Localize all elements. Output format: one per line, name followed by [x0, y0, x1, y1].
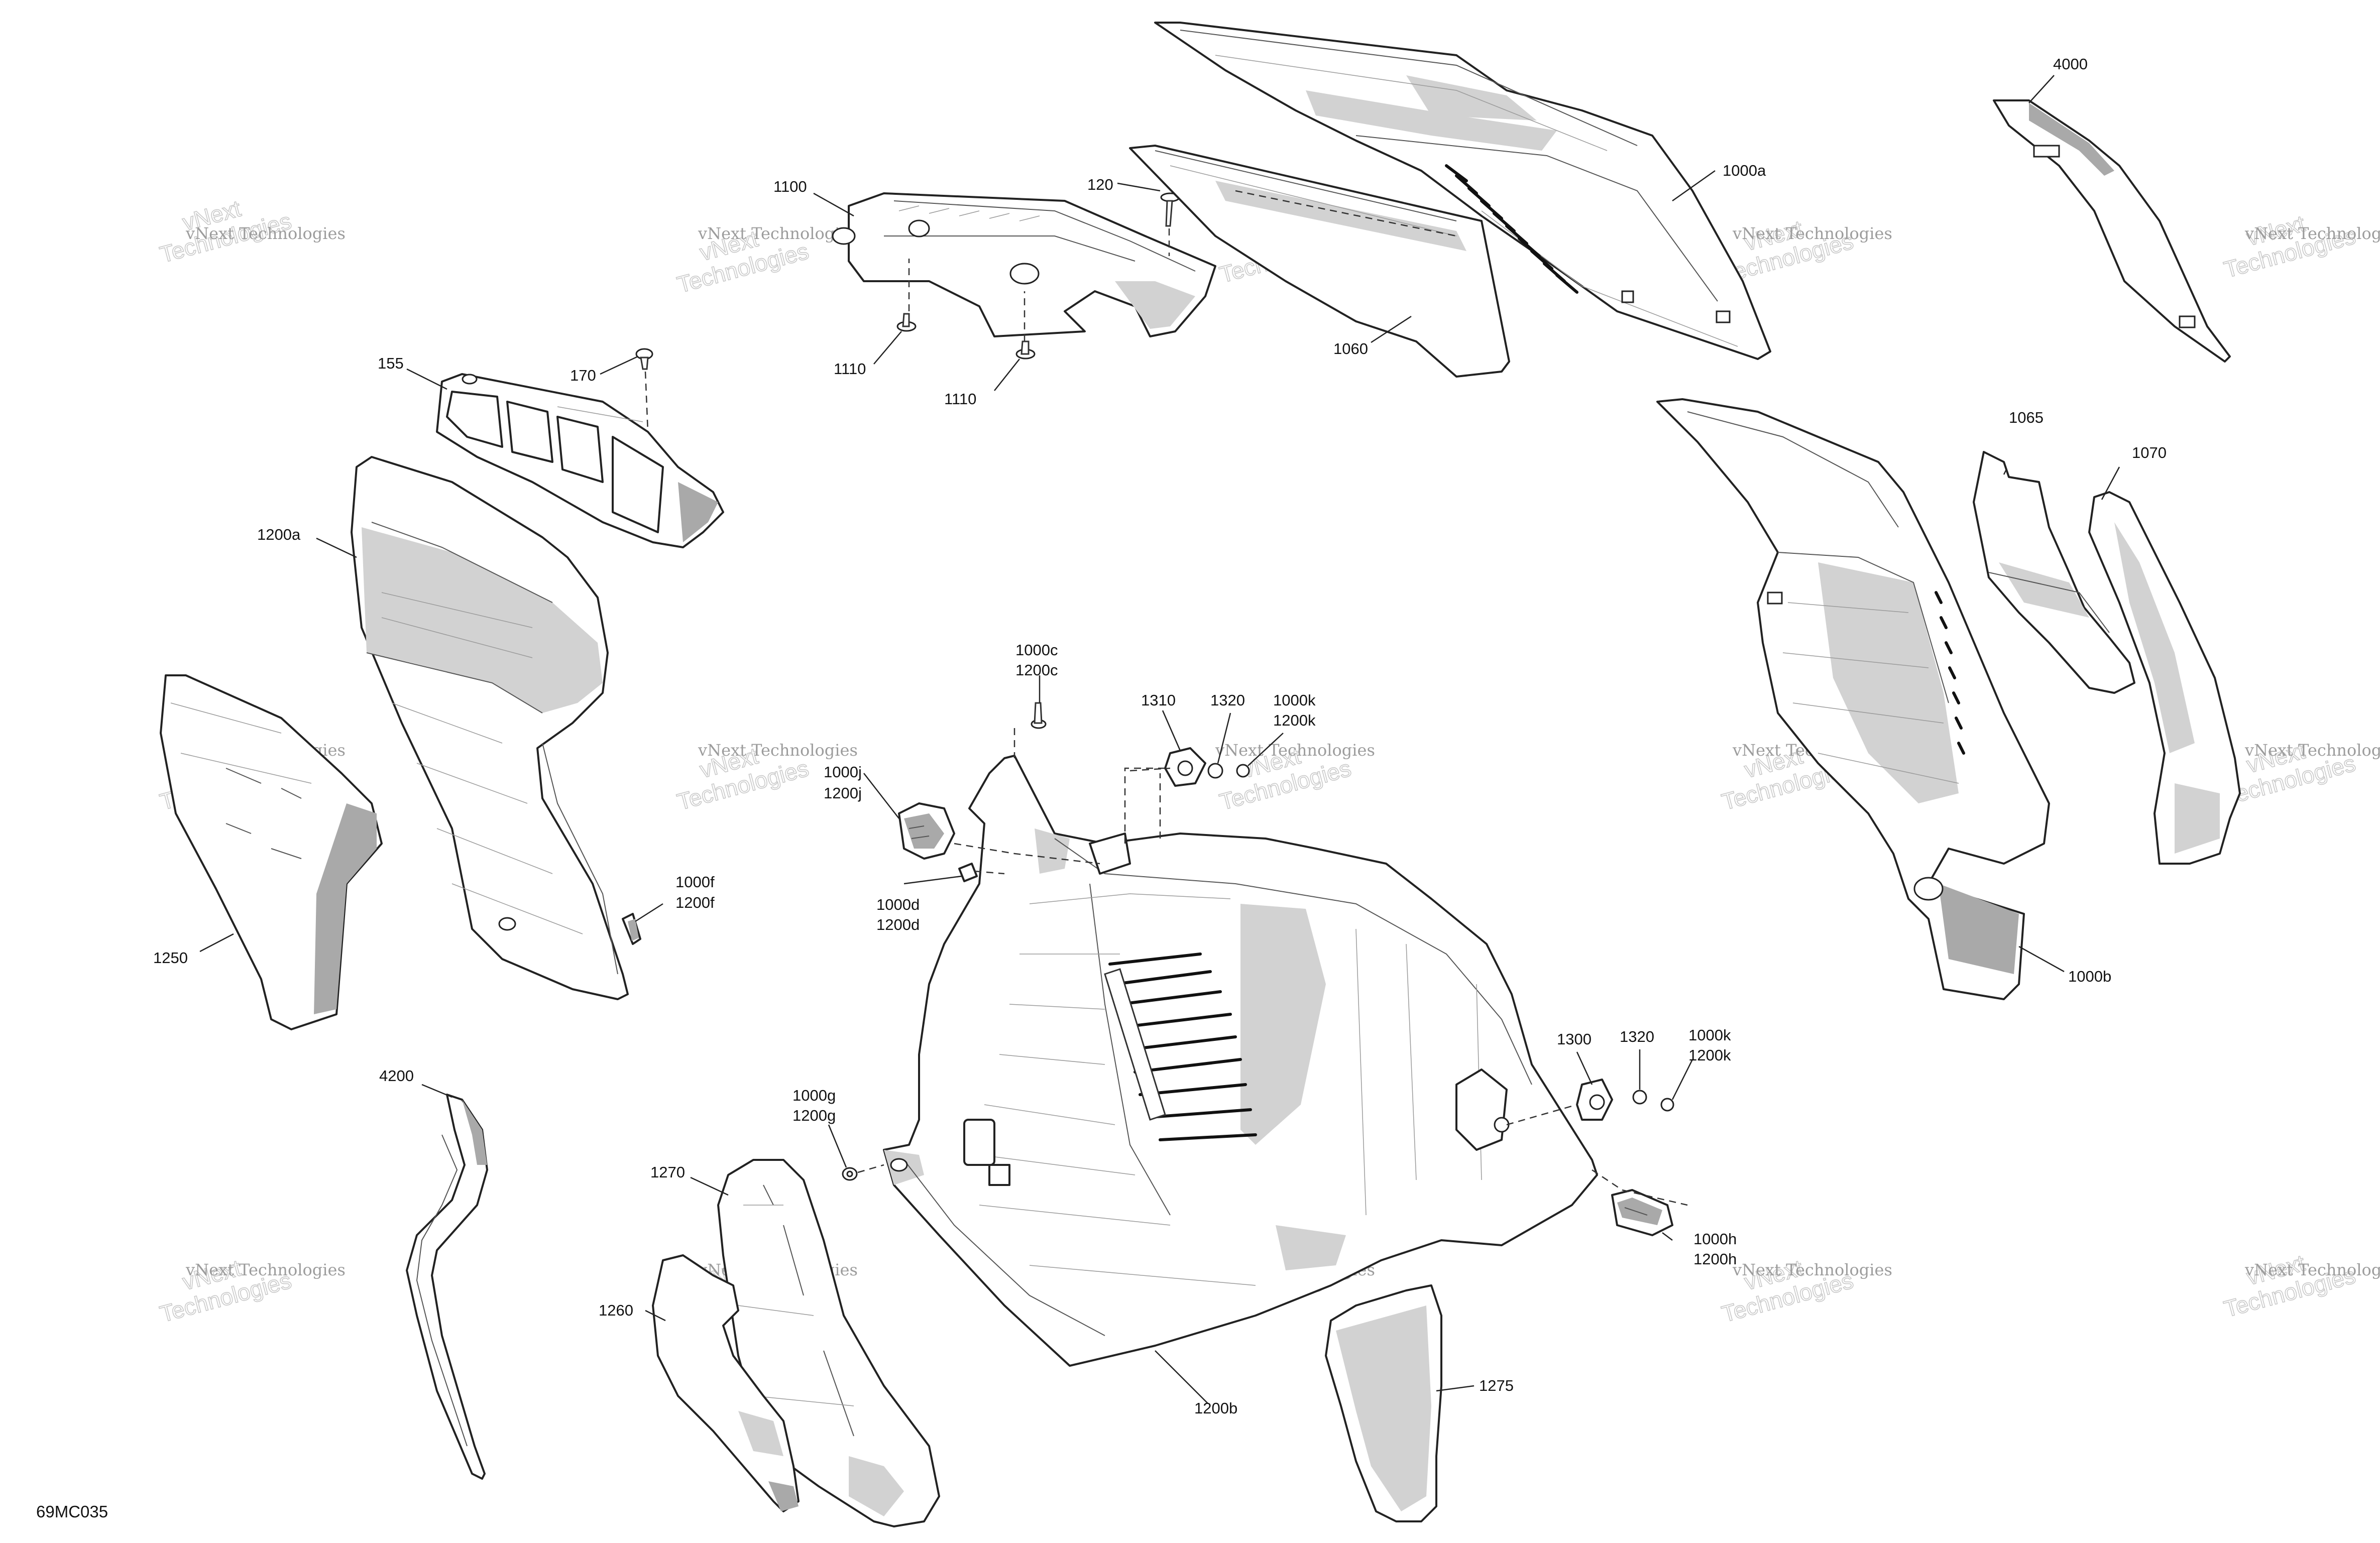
part-1000k-bolt[interactable] — [1236, 764, 1250, 778]
callout-1200g: 1200g — [792, 1107, 836, 1124]
part-1310-mount[interactable] — [1164, 747, 1206, 787]
part-1200a-side-panel[interactable] — [351, 456, 629, 1000]
part-1000d-clip[interactable] — [958, 863, 978, 882]
callout-1000b: 1000b — [2068, 968, 2111, 985]
watermark-text: vNext Technologies — [1215, 741, 1375, 760]
callout-1275: 1275 — [1479, 1377, 1514, 1394]
watermark: vNext Technologies — [2221, 1249, 2358, 1323]
part-4200-bracket[interactable] — [406, 1094, 488, 1480]
part-1110-screw[interactable] — [896, 313, 917, 332]
callout-1110: 1110 — [834, 360, 866, 378]
part-1110-screw[interactable] — [1015, 340, 1036, 360]
callout-1200k: 1200k — [1273, 711, 1316, 729]
callout-1250: 1250 — [153, 949, 188, 967]
callout-1000k: 1000k — [1688, 1026, 1731, 1044]
callout-170: 170 — [570, 367, 596, 384]
part-1000a-top-cowl[interactable] — [1154, 22, 1771, 360]
callout-120: 120 — [1087, 176, 1113, 193]
part-1200b-main-cowl[interactable] — [883, 755, 1598, 1367]
callout-1000g: 1000g — [792, 1087, 836, 1104]
callout-1200d: 1200d — [876, 916, 920, 933]
watermark-text: vNext Technologies — [2244, 224, 2380, 243]
callout-1065: 1065 — [2009, 409, 2044, 426]
callout-1200k: 1200k — [1688, 1046, 1731, 1064]
callout-1320: 1320 — [1620, 1028, 1654, 1045]
callout-1270: 1270 — [650, 1163, 685, 1181]
callout-155: 155 — [378, 354, 404, 372]
part-1260-insert[interactable] — [652, 1254, 800, 1512]
part-1000b-side-cowl[interactable] — [1656, 398, 2050, 1000]
callout-1000j: 1000j — [824, 763, 862, 781]
watermark-text: vNext Technologies — [185, 224, 346, 243]
callout-1110: 1110 — [944, 390, 976, 408]
callout-1310: 1310 — [1141, 691, 1176, 709]
part-1320-nut[interactable] — [1207, 763, 1223, 779]
figure-id: 69MC035 — [36, 1502, 108, 1521]
callout-1320: 1320 — [1210, 691, 1245, 709]
callout-1000a: 1000a — [1723, 162, 1766, 179]
callout-1060: 1060 — [1333, 340, 1368, 358]
callout-1200c: 1200c — [1015, 661, 1058, 679]
part-170-screw[interactable] — [635, 348, 653, 370]
part-155-vent-grille[interactable] — [436, 373, 724, 548]
part-1275-panel[interactable] — [1325, 1284, 1442, 1522]
callout-1000f: 1000f — [675, 873, 715, 891]
part-1100-bracket[interactable] — [832, 192, 1216, 337]
callout-4200: 4200 — [379, 1067, 414, 1085]
callout-1070: 1070 — [2132, 444, 2167, 461]
part-1000j-switch[interactable] — [898, 802, 955, 860]
callout-1200b: 1200b — [1194, 1399, 1237, 1417]
leader-lines — [199, 75, 2120, 1404]
callout-1200j: 1200j — [824, 784, 862, 802]
callout-1200a: 1200a — [257, 526, 301, 543]
watermark-text: vNext Technologies — [698, 224, 858, 243]
part-120-screw[interactable] — [1160, 192, 1180, 227]
part-1000k-bolt[interactable] — [1660, 1098, 1674, 1112]
watermark: vNext Technologies — [157, 1254, 294, 1328]
watermark-text: vNext Technologies — [1732, 1260, 1892, 1279]
part-1070-handle[interactable] — [2088, 491, 2241, 865]
part-1000c-screw[interactable] — [1031, 702, 1047, 729]
part-1300-mount[interactable] — [1576, 1079, 1613, 1121]
part-1000g-washer[interactable] — [842, 1167, 858, 1181]
callout-1200h: 1200h — [1693, 1250, 1737, 1268]
watermark-text: vNext Technologies — [2244, 1260, 2380, 1279]
watermark-text: vNext Technologies — [698, 741, 858, 760]
part-1000f-clip[interactable] — [622, 913, 641, 945]
callout-1200f: 1200f — [675, 894, 715, 911]
callout-1100: 1100 — [773, 178, 807, 195]
watermark-text: vNext Technologies — [185, 1260, 346, 1279]
watermark-text: vNext Technologies — [2244, 741, 2380, 760]
callout-labels: 1100 120 1110 1110 1060 1000a 4000 155 1… — [153, 55, 2167, 1417]
part-1250-lower-panel[interactable] — [160, 674, 383, 1030]
part-1320-nut[interactable] — [1632, 1090, 1647, 1105]
callout-1260: 1260 — [599, 1301, 633, 1319]
callout-1000h: 1000h — [1693, 1230, 1737, 1248]
callout-1000d: 1000d — [876, 896, 920, 913]
part-4000-bracket[interactable] — [1993, 99, 2231, 363]
callout-4000: 4000 — [2053, 55, 2088, 73]
callout-1000k: 1000k — [1273, 691, 1316, 709]
callout-1000c: 1000c — [1015, 641, 1058, 659]
part-1000h-connector[interactable] — [1611, 1189, 1673, 1236]
callout-1300: 1300 — [1557, 1030, 1592, 1048]
part-1065-deflector[interactable] — [1973, 451, 2135, 694]
watermark-text: vNext Technologies — [1732, 224, 1892, 243]
part-1060-panel[interactable] — [1129, 145, 1510, 378]
